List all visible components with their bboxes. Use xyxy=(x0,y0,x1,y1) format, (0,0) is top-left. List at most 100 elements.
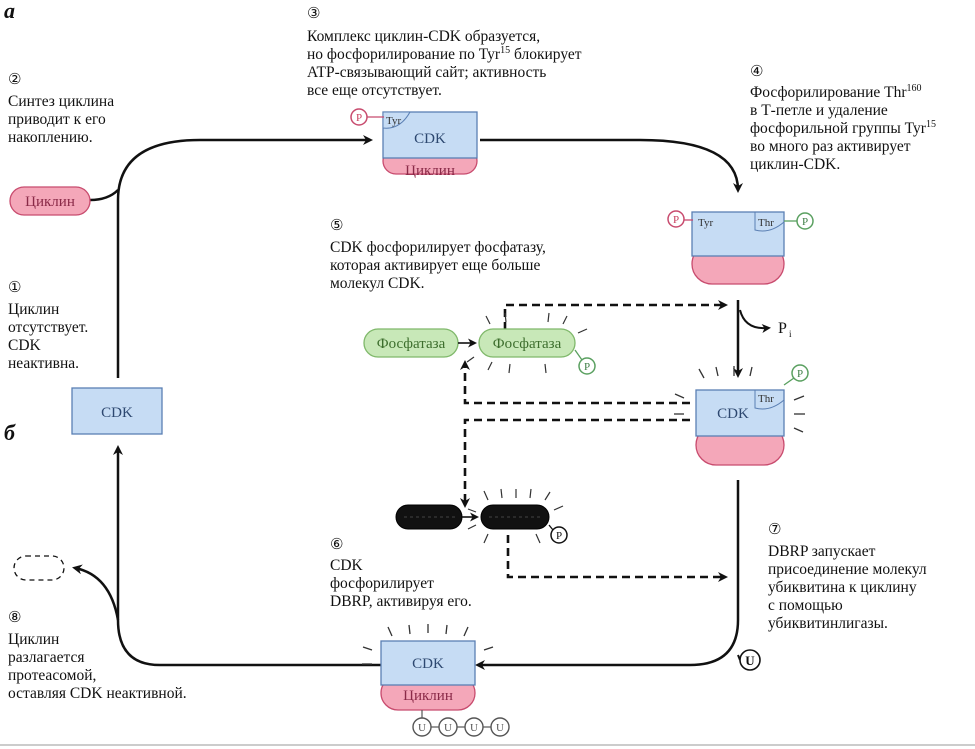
svg-text:но фосфорилирование по Tyr15 б: но фосфорилирование по Tyr15 блокирует xyxy=(307,45,582,63)
cycle-arrow-to-complex xyxy=(116,135,373,378)
cdk-inactive: CDK xyxy=(71,387,163,435)
svg-text:Tyr: Tyr xyxy=(698,217,713,229)
cyclin-cdk-complex-phosphorylated: Tyr Thr P P xyxy=(667,210,814,285)
svg-text:⑧: ⑧ xyxy=(8,608,21,626)
svg-text:убиквитина к циклину: убиквитина к циклину xyxy=(768,579,917,596)
svg-text:P: P xyxy=(802,216,808,228)
pi-sub: i xyxy=(789,329,792,339)
caption-step-6: ⑥ CDK фосфорилирует DBRP, активируя его. xyxy=(330,535,472,610)
svg-text:протеасомой,: протеасомой, xyxy=(8,667,96,684)
svg-text:Thr: Thr xyxy=(758,393,774,405)
caption-step-5: ⑤ CDK фосфорилирует фосфатазу, которая а… xyxy=(330,216,546,292)
svg-text:⑥: ⑥ xyxy=(330,535,343,553)
dbrp-inactive xyxy=(395,504,463,530)
svg-text:P: P xyxy=(797,368,803,380)
svg-text:CDK: CDK xyxy=(330,557,364,574)
svg-text:отсутствует.: отсутствует. xyxy=(8,319,88,336)
phosphate-red xyxy=(350,108,368,126)
svg-text:Циклин: Циклин xyxy=(25,194,75,210)
svg-text:неактивна.: неактивна. xyxy=(8,355,79,372)
svg-text:P: P xyxy=(584,361,590,373)
phosphate-tyr xyxy=(667,210,685,228)
degradation-arrow xyxy=(72,564,120,621)
tyr-label: Tyr xyxy=(386,115,401,127)
svg-text:DBRP запускает: DBRP запускает xyxy=(768,543,876,560)
svg-text:U: U xyxy=(496,722,504,734)
svg-text:Синтез циклина: Синтез циклина xyxy=(8,93,114,110)
svg-text:P: P xyxy=(556,530,562,542)
cyclin-join-line xyxy=(89,189,119,202)
svg-text:Фосфорилирование Thr160: Фосфорилирование Thr160 xyxy=(750,83,922,101)
phosphatase-inactive: Фосфатаза xyxy=(363,328,459,358)
svg-text:оставляя CDK неактивной.: оставляя CDK неактивной. xyxy=(8,685,187,702)
dashed-cdk-to-phosphatase xyxy=(460,360,690,405)
svg-text:циклин-CDK.: циклин-CDK. xyxy=(750,156,840,173)
caption-step-2: ② Синтез циклина приводит к его накоплен… xyxy=(8,70,114,146)
dbrp-active: P xyxy=(467,488,568,544)
svg-text:⑦: ⑦ xyxy=(768,520,781,538)
cycle-arrow-to-ubiquitinated xyxy=(475,480,740,670)
caption-step-1: ① Циклин отсутствует. CDK неактивна. xyxy=(8,278,88,372)
cycle-arrow-back-to-cdk xyxy=(113,445,382,667)
svg-text:Thr: Thr xyxy=(758,217,774,229)
dashed-cdk-to-dbrp xyxy=(460,418,690,508)
panel-label-a: а xyxy=(4,0,15,23)
svg-text:U: U xyxy=(470,722,478,734)
svg-text:③: ③ xyxy=(307,4,320,22)
svg-text:DBRP, активируя его.: DBRP, активируя его. xyxy=(330,593,472,610)
svg-text:ATP-связывающий сайт; активнос: ATP-связывающий сайт; активность xyxy=(307,64,546,81)
panel-label-b: б xyxy=(4,420,16,445)
svg-text:которая активирует еще больше: которая активирует еще больше xyxy=(330,257,540,274)
svg-text:②: ② xyxy=(8,70,21,88)
svg-text:U: U xyxy=(418,722,426,734)
svg-text:⑤: ⑤ xyxy=(330,216,343,234)
svg-text:①: ① xyxy=(8,278,21,296)
pi-label: P xyxy=(778,320,787,337)
phosphatase-active: Фосфатаза P xyxy=(466,312,596,375)
svg-text:во много раз активирует: во много раз активирует xyxy=(750,138,911,155)
svg-text:Циклин: Циклин xyxy=(405,163,455,179)
svg-text:CDK: CDK xyxy=(717,406,749,422)
svg-text:Фосфатаза: Фосфатаза xyxy=(377,336,446,352)
phosphate-thr xyxy=(796,212,814,230)
svg-text:все еще отсутствует.: все еще отсутствует. xyxy=(307,82,442,99)
cycle-arrow-to-active xyxy=(480,138,743,193)
svg-text:Циклин: Циклин xyxy=(8,301,59,318)
svg-text:с помощью: с помощью xyxy=(768,597,843,614)
svg-text:фосфорильной группы Tyr15: фосфорильной группы Tyr15 xyxy=(750,119,936,137)
dashed-phosphatase-to-cdk xyxy=(503,300,728,330)
svg-text:разлагается: разлагается xyxy=(8,649,84,666)
svg-text:P: P xyxy=(673,214,679,226)
svg-text:CDK фосфорилирует фосфатазу,: CDK фосфорилирует фосфатазу, xyxy=(330,239,546,256)
svg-text:④: ④ xyxy=(750,62,763,80)
svg-text:Циклин: Циклин xyxy=(403,688,453,704)
caption-step-3: ③ Комплекс циклин-CDK образуется, но фос… xyxy=(307,4,582,99)
svg-text:U: U xyxy=(745,653,755,668)
caption-step-4: ④ Фосфорилирование Thr160 в Т-петле и уд… xyxy=(750,62,936,173)
svg-text:Комплекс циклин-CDK образуется: Комплекс циклин-CDK образуется, xyxy=(307,28,540,45)
cyclin-cdk-complex-active: CDK Thr P xyxy=(674,364,809,466)
cyclin-cdk-complex-inactive: Tyr P CDK Циклин xyxy=(350,108,478,179)
svg-text:CDK: CDK xyxy=(412,656,444,672)
svg-text:P: P xyxy=(356,112,362,124)
svg-text:CDK: CDK xyxy=(101,405,133,421)
cyclin-degraded xyxy=(13,555,65,581)
svg-text:CDK: CDK xyxy=(8,337,42,354)
svg-text:Фосфатаза: Фосфатаза xyxy=(493,336,562,352)
svg-text:Циклин: Циклин xyxy=(8,631,59,648)
cyclin-free: Циклин xyxy=(9,186,91,216)
svg-text:приводит к его: приводит к его xyxy=(8,111,106,128)
cyclin-cdk-complex-ubiquitinated: CDK Циклин U U U U xyxy=(362,624,510,737)
svg-text:в Т-петле и удаление: в Т-петле и удаление xyxy=(750,102,888,119)
svg-text:фосфорилирует: фосфорилирует xyxy=(330,575,434,592)
svg-text:U: U xyxy=(444,722,452,734)
caption-step-7: ⑦ DBRP запускает присоединение молекул у… xyxy=(768,520,927,632)
caption-step-8: ⑧ Циклин разлагается протеасомой, оставл… xyxy=(8,608,187,702)
svg-text:молекул CDK.: молекул CDK. xyxy=(330,275,425,292)
ubiquitin-incoming: U xyxy=(739,649,761,671)
dashed-dbrp-to-cycle xyxy=(506,535,728,582)
ubiquitin-chain: U U U U xyxy=(412,717,510,737)
svg-text:убиквитинлигазы.: убиквитинлигазы. xyxy=(768,615,888,632)
pi-release-arrow xyxy=(739,309,771,334)
